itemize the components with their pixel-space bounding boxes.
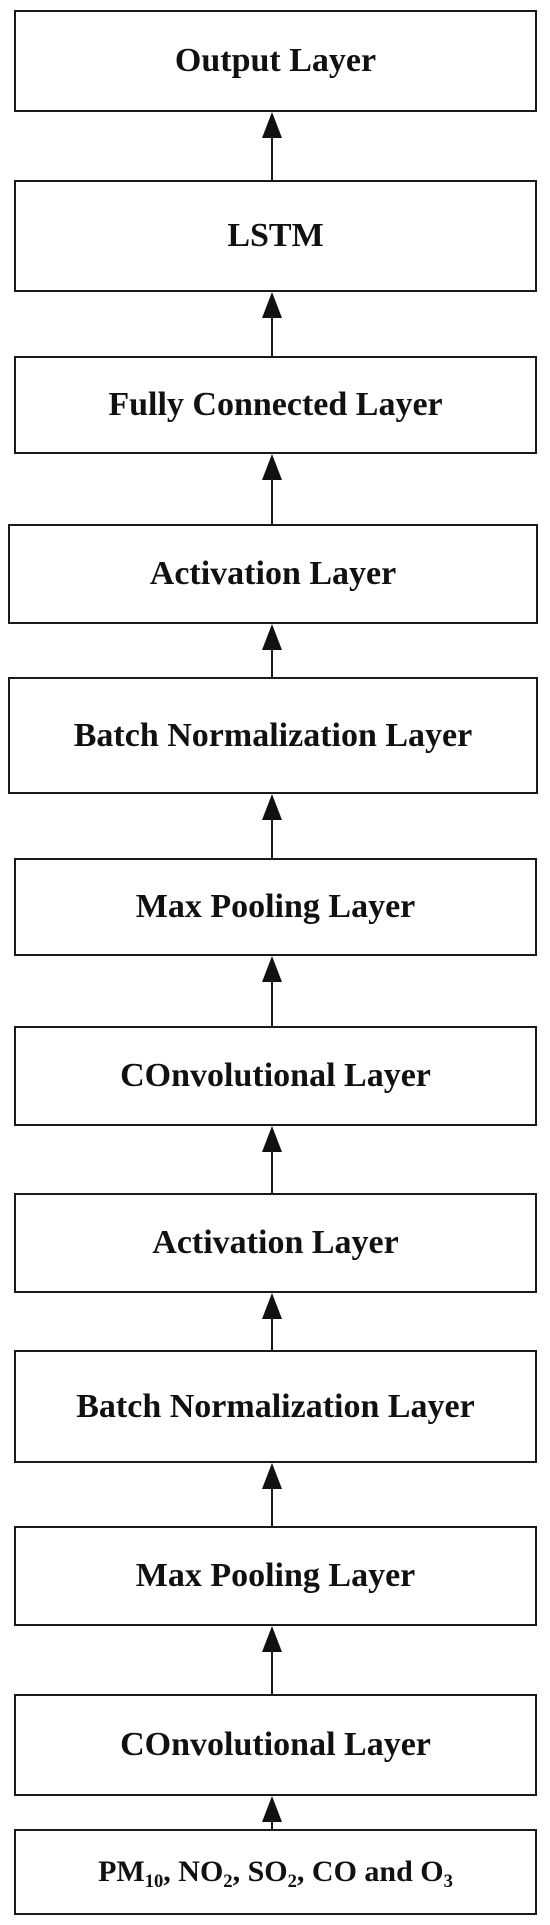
arrow-up-icon [262, 956, 282, 1026]
convolutional-layer-label-2: COnvolutional Layer [120, 1057, 431, 1095]
max-pooling-layer-label-2: Max Pooling Layer [135, 888, 416, 926]
lstm-layer-label: LSTM [227, 217, 324, 255]
input-variables-label: PM10, NO2, SO2, CO and O3 [98, 1854, 453, 1892]
activation-layer-box-2: Activation Layer [8, 524, 538, 624]
activation-layer-box-1: Activation Layer [14, 1193, 537, 1293]
input-subscript: 3 [443, 1870, 453, 1892]
convolutional-layer-label-1: COnvolutional Layer [120, 1726, 431, 1764]
arrow-up-icon [262, 1626, 282, 1694]
arrow-up-icon [262, 1796, 282, 1829]
arrow-up-icon [262, 1126, 282, 1193]
batch-normalization-layer-box-2: Batch Normalization Layer [8, 677, 538, 794]
batch-normalization-layer-box-1: Batch Normalization Layer [14, 1350, 537, 1463]
activation-layer-label-1: Activation Layer [152, 1224, 399, 1262]
convolutional-layer-box-2: COnvolutional Layer [14, 1026, 537, 1126]
arrow-up-icon [262, 112, 282, 180]
max-pooling-layer-box-2: Max Pooling Layer [14, 858, 537, 956]
output-layer-label: Output Layer [174, 42, 377, 80]
convolutional-layer-box-1: COnvolutional Layer [14, 1694, 537, 1796]
input-subscript: 10 [144, 1870, 164, 1892]
arrow-up-icon [262, 454, 282, 524]
arrow-up-icon [262, 624, 282, 677]
arrow-up-icon [262, 1463, 282, 1526]
input-subscript: 2 [223, 1870, 233, 1892]
fully-connected-layer-label: Fully Connected Layer [108, 386, 443, 424]
input-variables-box: PM10, NO2, SO2, CO and O3 [14, 1829, 537, 1915]
batch-normalization-layer-label-1: Batch Normalization Layer [76, 1387, 475, 1425]
max-pooling-layer-label-1: Max Pooling Layer [135, 1557, 416, 1595]
arrow-up-icon [262, 1293, 282, 1350]
lstm-layer-box: LSTM [14, 180, 537, 292]
output-layer-box: Output Layer [14, 10, 537, 112]
max-pooling-layer-box-1: Max Pooling Layer [14, 1526, 537, 1626]
arrow-up-icon [262, 292, 282, 356]
activation-layer-label-2: Activation Layer [149, 555, 397, 593]
arrow-up-icon [262, 794, 282, 858]
batch-normalization-layer-label-2: Batch Normalization Layer [73, 716, 473, 754]
fully-connected-layer-box: Fully Connected Layer [14, 356, 537, 454]
input-subscript: 2 [287, 1870, 297, 1892]
